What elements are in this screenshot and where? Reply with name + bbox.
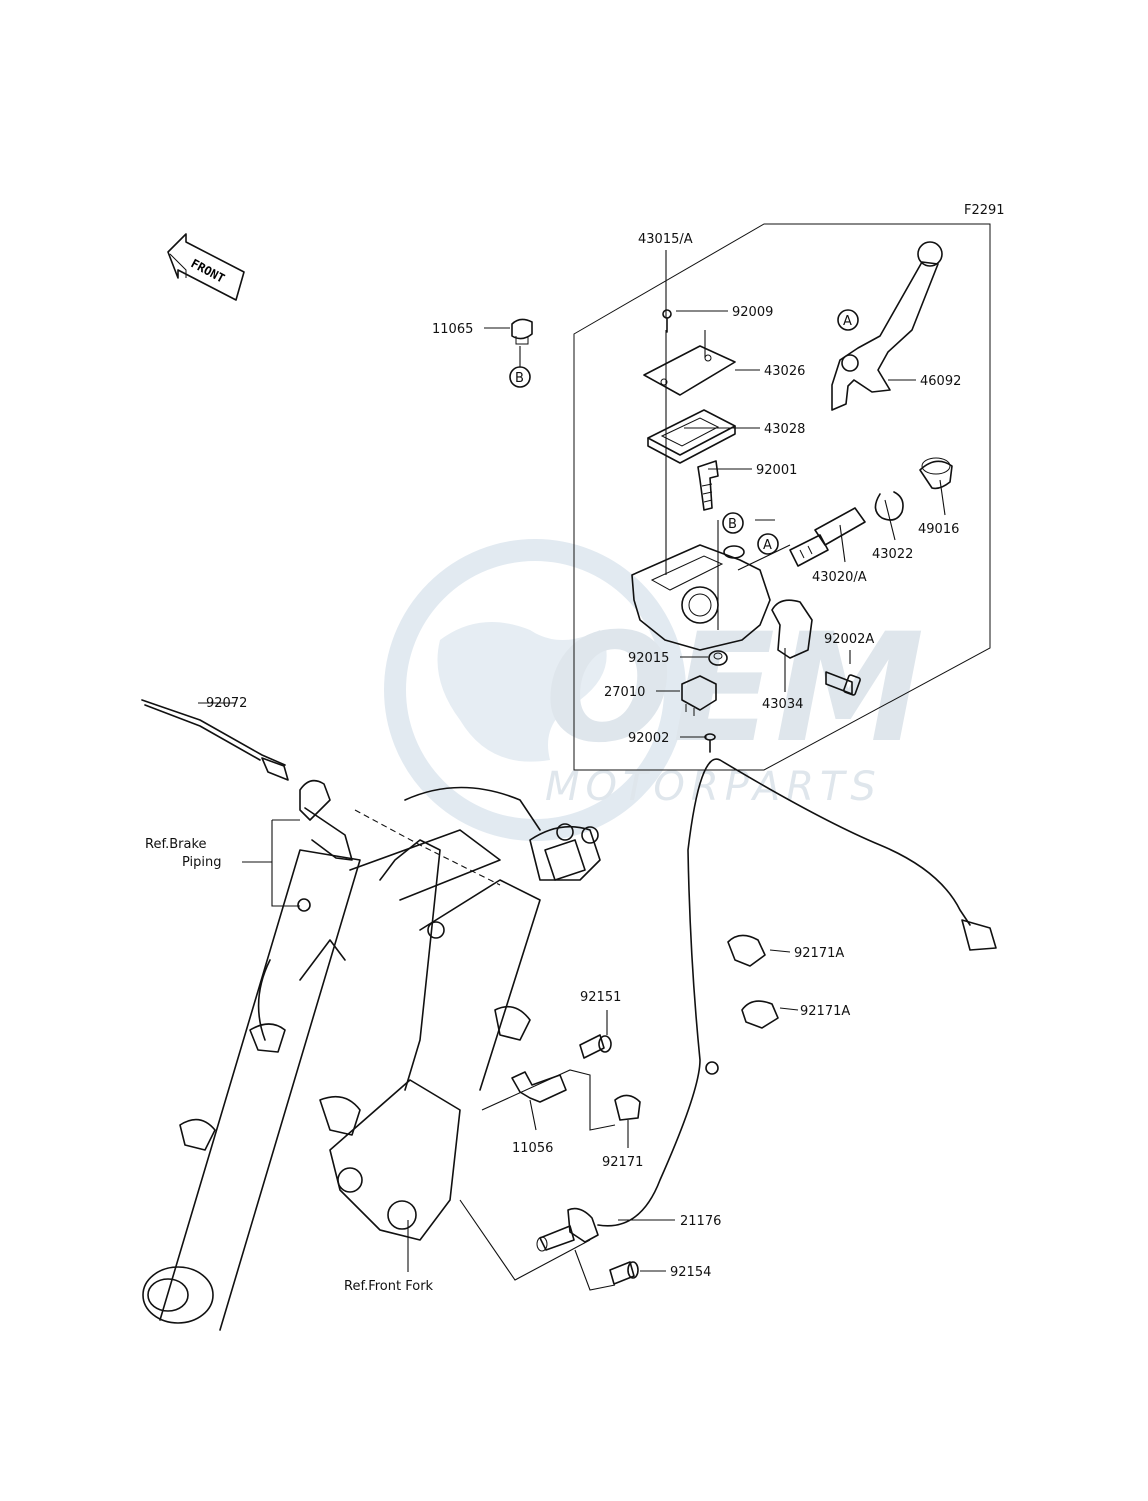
- label-43020A: 43020/A: [812, 570, 867, 585]
- front-arrow-icon: FRONT: [167, 233, 245, 301]
- part-labels: 43015/A 92009 11065 43026 43028 92001 46…: [206, 232, 961, 1280]
- label-92072: 92072: [206, 696, 247, 711]
- label-92009: 92009: [732, 305, 773, 320]
- boot-49016: [919, 457, 953, 490]
- label-92002A: 92002A: [824, 632, 874, 647]
- bolt-92154: [609, 1261, 639, 1285]
- clamp-92171A-lower: [741, 1000, 779, 1029]
- clamp-92171A-upper: [727, 934, 766, 967]
- watermark: OEM MOTORPARTS: [384, 539, 924, 841]
- piston-kit-43020A: [789, 507, 866, 567]
- watermark-subtext: MOTORPARTS: [545, 764, 882, 810]
- watermark-logo: OEM: [545, 602, 924, 776]
- label-92015: 92015: [628, 651, 669, 666]
- clamp-bolt-92002A: [825, 671, 861, 696]
- callout-a-body: A: [757, 533, 779, 555]
- ref-brake-piping-line1: Ref.Brake: [145, 837, 207, 852]
- label-92171: 92171: [602, 1155, 643, 1170]
- diaphragm-43028: [647, 409, 736, 464]
- label-92002: 92002: [628, 731, 669, 746]
- label-43028: 43028: [764, 422, 805, 437]
- bracket-11056: [511, 1071, 567, 1103]
- label-92001: 92001: [756, 463, 797, 478]
- switch-27010: [681, 675, 717, 716]
- ref-brake-piping-line2: Piping: [182, 855, 222, 870]
- bolt-92151: [579, 1034, 612, 1059]
- diagram-code: F2291: [964, 203, 1005, 218]
- label-43034: 43034: [762, 697, 803, 712]
- snap-ring-43022: [874, 491, 904, 521]
- reservoir-cap-43026: [643, 345, 736, 396]
- screw-92002: [704, 733, 716, 753]
- nut-92015: [708, 650, 728, 666]
- front-fork-bracket: [459, 1199, 591, 1281]
- label-27010: 27010: [604, 685, 645, 700]
- bolt-bracket-lines: [574, 1249, 616, 1291]
- sensor-bracket-lines: [481, 1069, 616, 1131]
- assembly-frame: [573, 223, 991, 771]
- bolt-92001: [697, 460, 719, 511]
- brake-hose-92072: [141, 699, 353, 912]
- label-46092: 46092: [920, 374, 961, 389]
- label-92151: 92151: [580, 990, 621, 1005]
- label-11056: 11056: [512, 1141, 553, 1156]
- sensor-wire-21176: [597, 758, 997, 1227]
- svg-text:A: A: [763, 538, 772, 553]
- ref-front-fork: Ref.Front Fork: [344, 1279, 434, 1294]
- callout-b-cap: B: [509, 366, 531, 388]
- label-11065: 11065: [432, 322, 473, 337]
- svg-text:B: B: [515, 371, 524, 386]
- callout-b-body: B: [722, 512, 744, 534]
- reference-labels: Ref.Brake Piping Ref.Front Fork: [145, 837, 434, 1294]
- wheel-sensor-21176: [536, 1207, 599, 1252]
- label-92154: 92154: [670, 1265, 711, 1280]
- master-cylinder-body: [631, 544, 771, 651]
- label-21176: 21176: [680, 1214, 721, 1229]
- clamp-43034: [771, 599, 813, 659]
- svg-text:A: A: [843, 314, 852, 329]
- svg-text:B: B: [728, 517, 737, 532]
- label-92171A-lower: 92171A: [800, 1004, 850, 1019]
- clamp-92171: [614, 1094, 641, 1121]
- label-43026: 43026: [764, 364, 805, 379]
- brake-piping-bracket: [242, 819, 300, 907]
- front-fork: [142, 786, 601, 1331]
- label-43015A: 43015/A: [638, 232, 693, 247]
- label-43022: 43022: [872, 547, 913, 562]
- callout-a-lever: A: [837, 309, 859, 331]
- label-49016: 49016: [918, 522, 959, 537]
- lever-46092: [831, 241, 943, 411]
- cover-screw-92009: [662, 309, 672, 333]
- cap-11065: [511, 318, 533, 345]
- label-92171A-upper: 92171A: [794, 946, 844, 961]
